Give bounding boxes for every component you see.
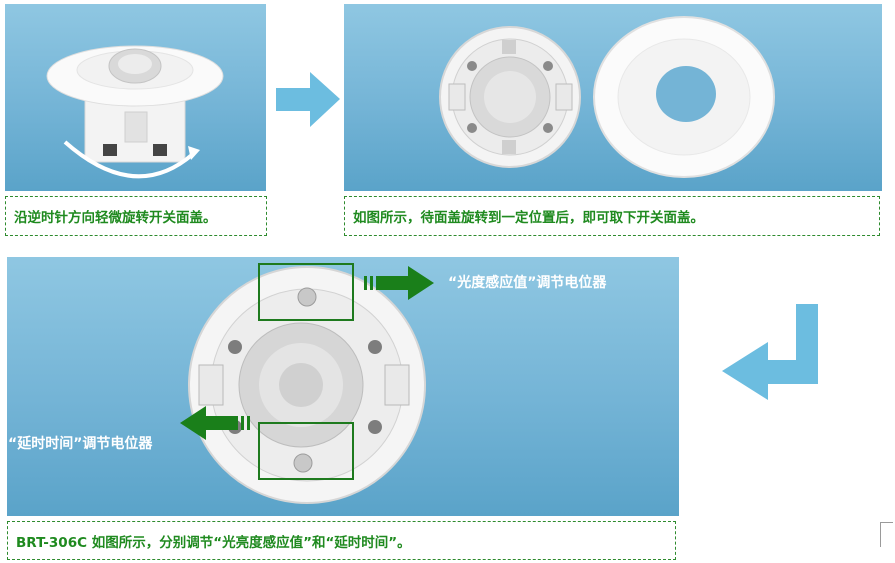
caption-step2: 如图所示，待面盖旋转到一定位置后，即可取下开关面盖。	[344, 196, 880, 236]
photo-cover-removed	[344, 4, 882, 191]
caption-step1: 沿逆时针方向轻微旋转开关面盖。	[5, 196, 267, 236]
arrow-right-icon	[364, 266, 434, 300]
arrow-left-icon	[180, 406, 250, 440]
rotate-ccw-icon	[63, 140, 200, 179]
arrow-right-icon	[276, 72, 340, 127]
arrow-down-left-icon	[722, 304, 822, 410]
label-delay-potentiometer: “延时时间”调节电位器	[8, 436, 153, 452]
label-light-potentiometer: “光度感应值”调节电位器	[448, 275, 607, 291]
photo-rotate-cover	[5, 4, 266, 191]
light-potentiometer-highlight	[258, 263, 354, 321]
corner-mark	[880, 522, 893, 547]
caption-step3: BRT-306C 如图所示，分别调节“光亮度感应值”和“延时时间”。	[7, 521, 676, 560]
delay-potentiometer-highlight	[258, 422, 354, 480]
